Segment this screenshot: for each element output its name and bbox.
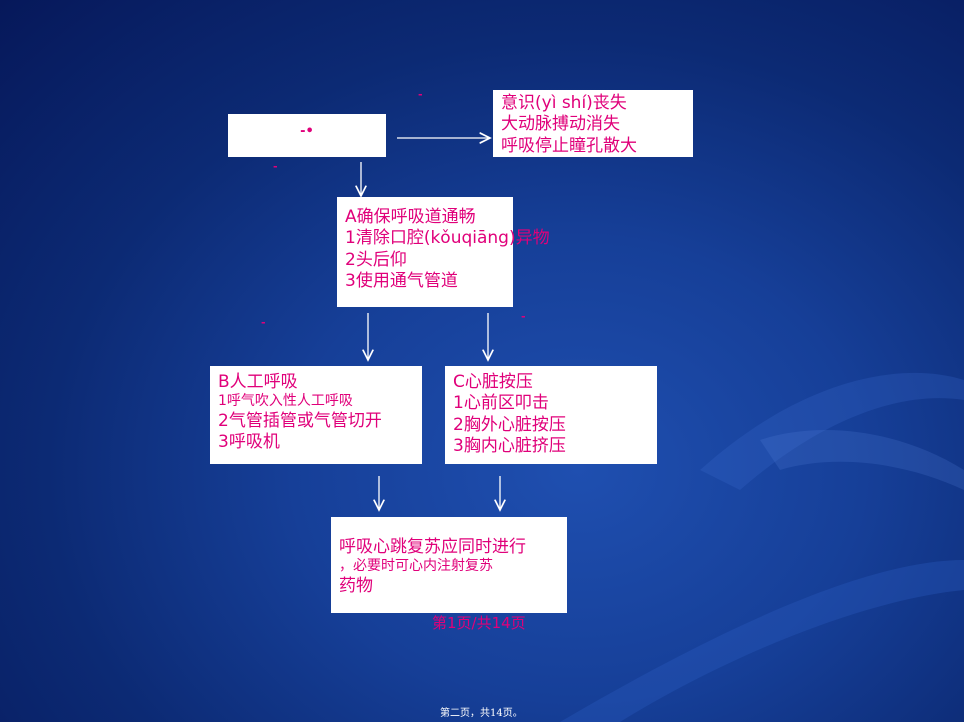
page-number: 第1页/共14页 [432, 614, 526, 632]
slide-footer: 第二页，共14页。 [440, 708, 523, 719]
step-c-item: 3胸内心脏挤压 [453, 435, 566, 456]
step-c-title: C心脏按压 [453, 372, 533, 392]
pink-mark: - [418, 88, 423, 101]
pink-mark: - [261, 316, 266, 329]
box-final: 呼吸心跳复苏应同时进行 ，必要时可心内注射复苏 药物 [331, 517, 567, 613]
step-c-item: 2胸外心脏按压 [453, 414, 566, 435]
step-b-item: 2气管插管或气管切开 [218, 410, 382, 431]
pink-mark: - [521, 310, 526, 323]
box-step-c: C心脏按压 1心前区叩击 2胸外心脏按压 3胸内心脏挤压 [445, 366, 657, 464]
step-a-title: A确保呼吸道通畅 [345, 207, 476, 227]
final-line: 呼吸心跳复苏应同时进行 [339, 537, 526, 557]
step-b-item: 3呼吸机 [218, 432, 280, 452]
final-line: 药物 [339, 575, 373, 596]
symptom-line: 意识(yì shí)丧失 [501, 93, 627, 113]
box-start: -• [228, 114, 386, 157]
symptom-line: 大动脉搏动消失 [501, 114, 620, 135]
step-a-item: 1清除口腔(kǒuqiāng)异物 [345, 228, 550, 249]
box-symptoms: 意识(yì shí)丧失 大动脉搏动消失 呼吸停止瞳孔散大 [493, 90, 693, 157]
pink-mark: - [273, 160, 278, 173]
symptom-line: 呼吸停止瞳孔散大 [501, 135, 637, 156]
step-a-item: 3使用通气管道 [345, 270, 458, 291]
box-step-a: A确保呼吸道通畅 1清除口腔(kǒuqiāng)异物 2头后仰 3使用通气管道 [337, 197, 550, 307]
box-step-b: B人工呼吸 1呼气吹入性人工呼吸 2气管插管或气管切开 3呼吸机 [210, 366, 422, 464]
step-c-item: 1心前区叩击 [453, 393, 549, 414]
box-start-text: -• [300, 124, 314, 139]
step-b-item: 1呼气吹入性人工呼吸 [218, 393, 353, 410]
step-a-item: 2头后仰 [345, 249, 407, 270]
step-b-title: B人工呼吸 [218, 372, 298, 392]
final-line: ，必要时可心内注射复苏 [339, 558, 493, 575]
